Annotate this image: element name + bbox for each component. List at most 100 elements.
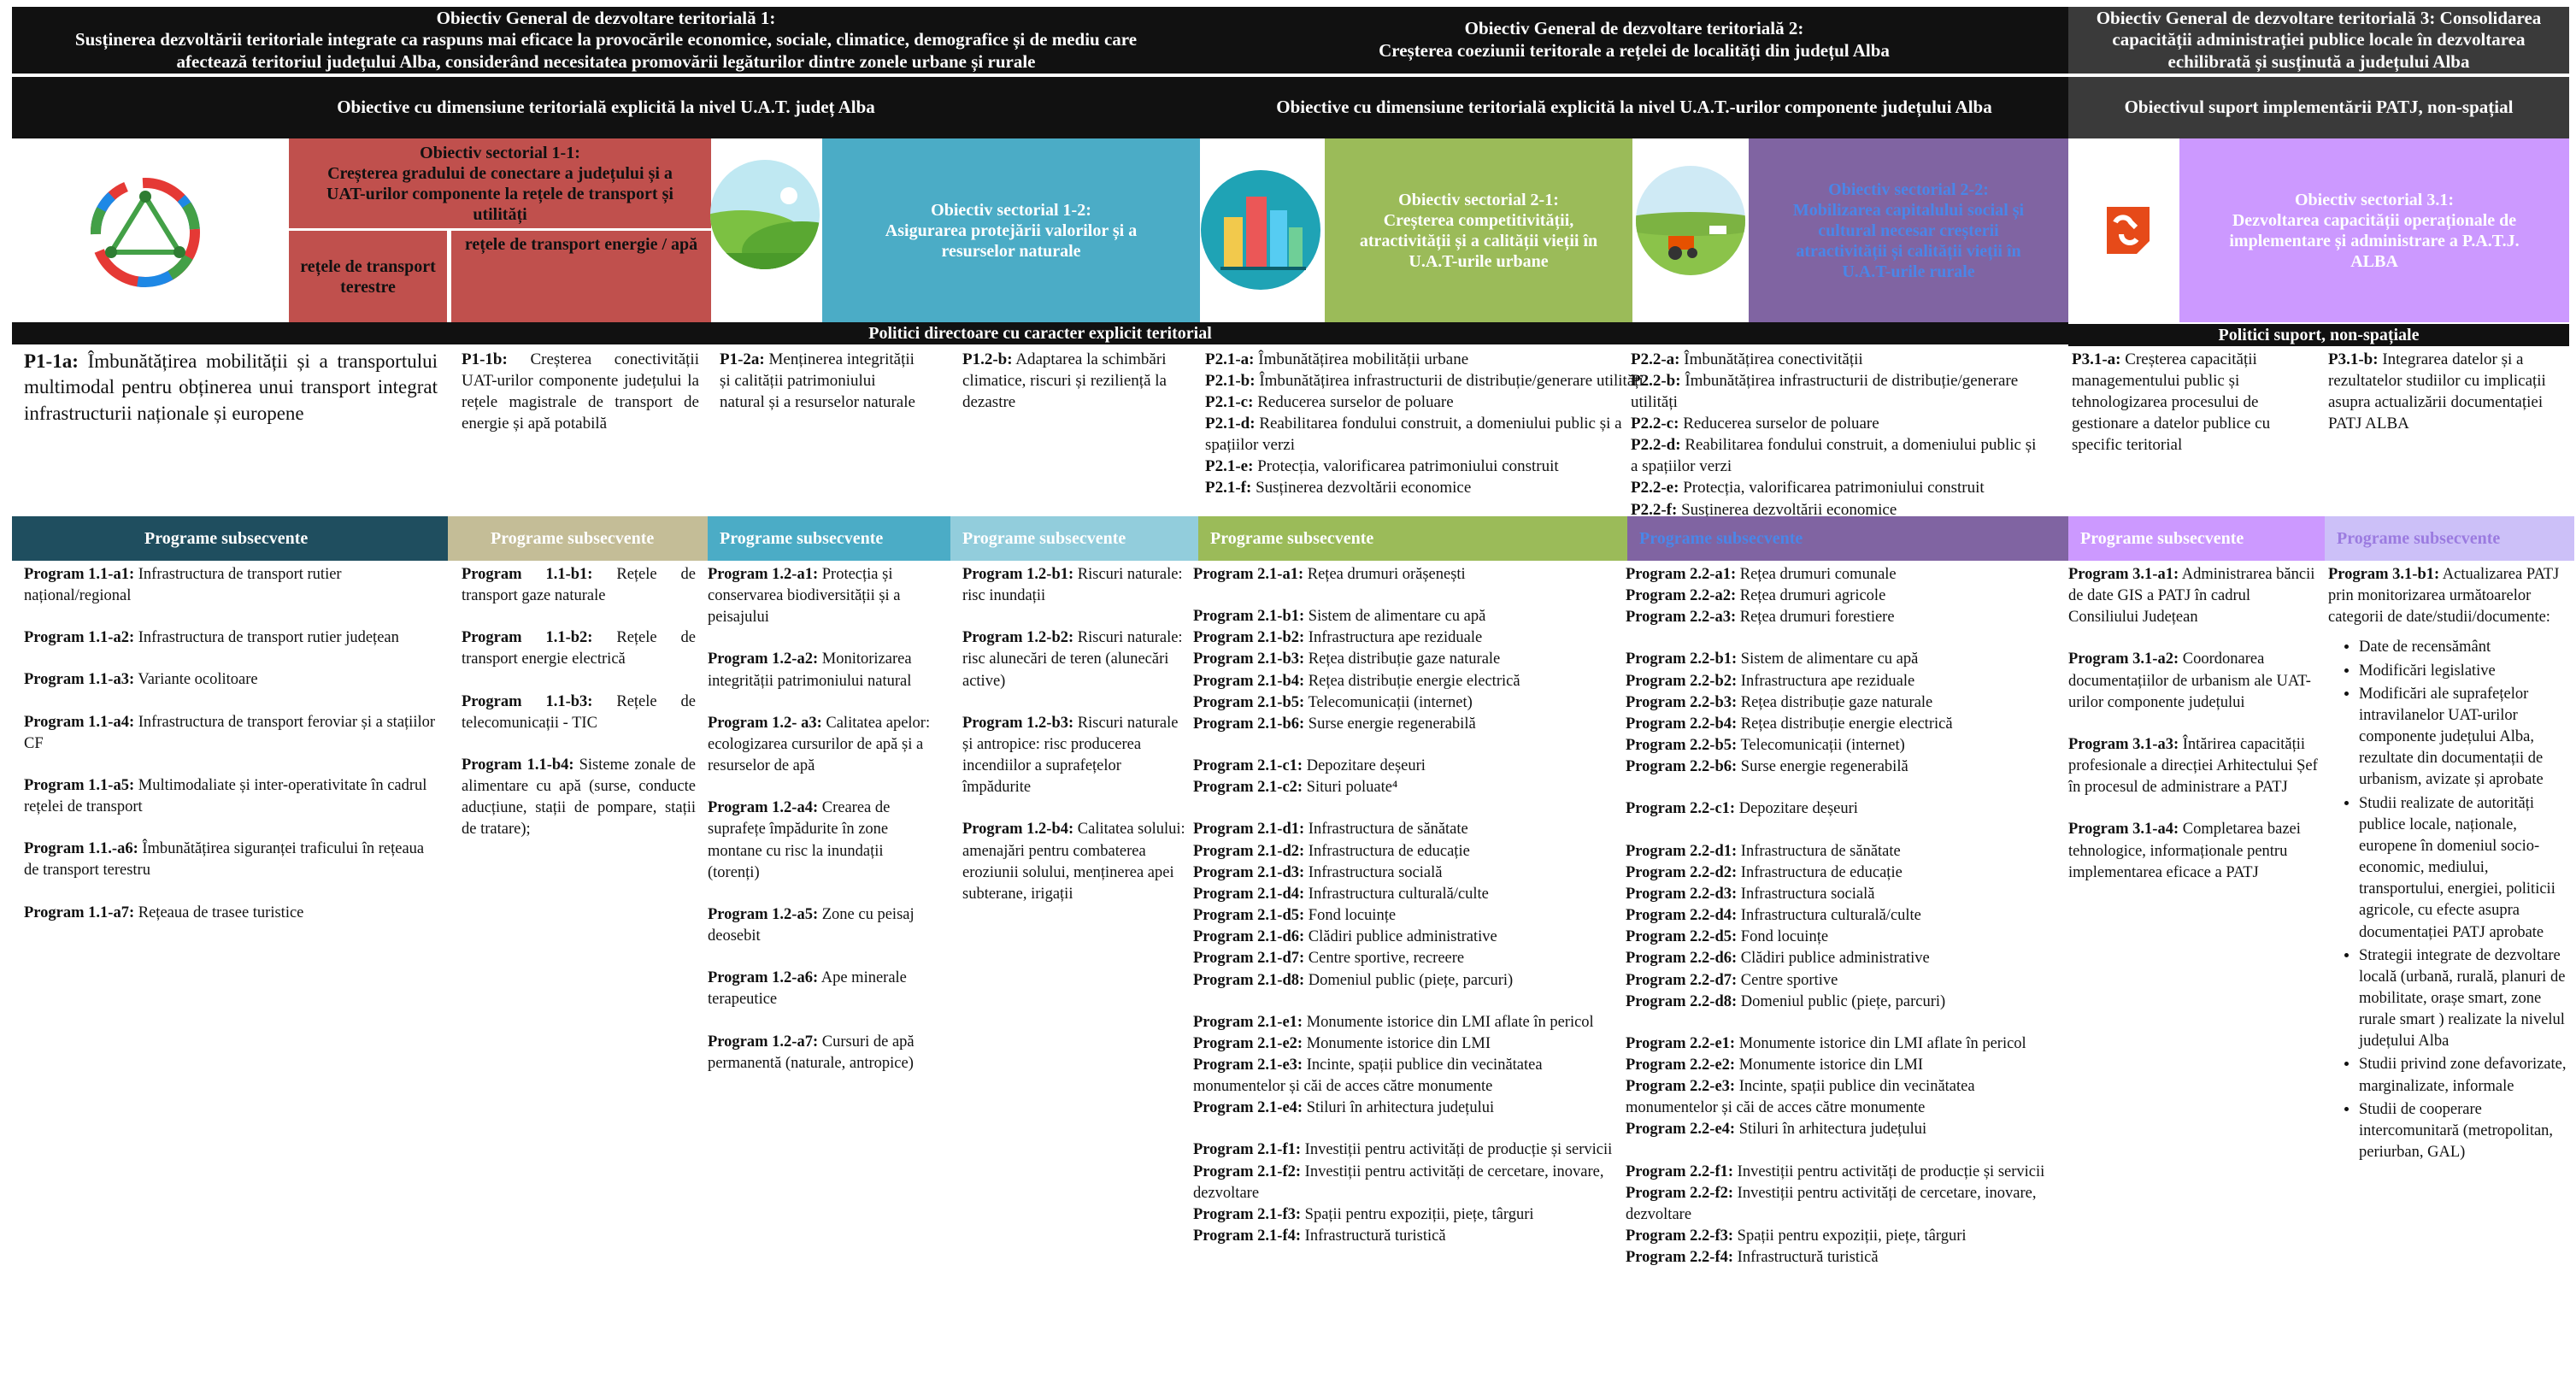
spacer [708, 628, 937, 649]
item-code: Program 2.2-b1: [1626, 650, 1738, 668]
item-code: Program 2.1-f3: [1193, 1205, 1302, 1223]
program-item: Program 2.2-f3: Spații pentru expoziții,… [1626, 1226, 2053, 1247]
spacer [1193, 1119, 1620, 1139]
item-code: Program 2.2-b2: [1626, 672, 1738, 690]
item-code: Program 1.1-a3: [24, 671, 135, 689]
item-text: Depozitare deșeuri [1303, 757, 1426, 775]
program-header-7: Programe subsecvente [2068, 516, 2325, 561]
program-item: Program 2.1-e4: Stiluri în arhitectura j… [1193, 1098, 1620, 1119]
monitoring-list-item: Modificări legislative [2359, 661, 2569, 682]
spacer [2068, 798, 2318, 819]
program-item: Program 2.2-e2: Monumente istorice din L… [1626, 1055, 2053, 1076]
item-text: Depozitare deșeuri [1735, 800, 1858, 818]
item-code: Program 2.2-d3: [1626, 885, 1738, 903]
item-text: Rețea distribuție gaze naturale [1737, 693, 1933, 711]
subheader-county: Obiective cu dimensiune teritorială expl… [12, 77, 1200, 138]
program-item: Program 2.2-b3: Rețea distribuție gaze n… [1626, 692, 2053, 714]
spacer [24, 692, 436, 712]
item-text: Rețele de transport energie electrică [462, 629, 696, 668]
item-text: Infrastructura socială [1304, 863, 1443, 881]
item-code: Program 2.1-e3: [1193, 1056, 1303, 1074]
item-code: Program 2.1-f2: [1193, 1162, 1302, 1180]
item-code: Program 2.1-b6: [1193, 715, 1305, 733]
policy-p3-1a: P3.1-a: Creșterea capacității management… [2072, 349, 2307, 456]
item-text: Riscuri naturale: risc inundații [962, 566, 1183, 605]
item-text: Incinte, spații publice din vecinătatea … [1626, 1078, 1975, 1117]
item-code: Program 2.2-d1: [1626, 842, 1738, 860]
item-code: P2.2-f: [1631, 500, 1678, 519]
item-code: Program 2.2-f4: [1626, 1249, 1734, 1267]
item-text: Incinte, spații publice din vecinătatea … [1193, 1056, 1543, 1096]
item-text: Întărirea capacității profesionale a dir… [2068, 735, 2318, 797]
item-text: Investiții pentru activități de cercetar… [1193, 1162, 1604, 1202]
sectoral-objective-2-2: Obiectiv sectorial 2-2: Mobilizarea capi… [1749, 138, 2068, 322]
program-item: Program 1.2-a7: Cursuri de apă permanent… [708, 1032, 937, 1074]
item-code: Program 1.1-a5: [24, 776, 135, 794]
item-text: Investiții pentru activități de producți… [1733, 1162, 2045, 1180]
item-text: Rețele de transport gaze naturale [462, 566, 696, 605]
program-item: Program 2.2-d6: Clădiri publice administ… [1626, 948, 2053, 969]
item-text: Situri poluate⁴ [1303, 779, 1398, 797]
program-item: Program 2.2-d3: Infrastructura socială [1626, 884, 2053, 905]
item-text: Susținerea dezvoltării economice [1677, 500, 1897, 519]
policies-bar-territorial: Politici directoare cu caracter explicit… [12, 322, 2068, 344]
item-text: Rețeaua de trasee turistice [134, 904, 304, 921]
policy-item: P2.1-f: Susținerea dezvoltării economice [1205, 477, 1645, 498]
spacer [24, 882, 436, 903]
item-text: Infrastructura ape reziduale [1304, 629, 1483, 647]
item-text: Telecomunicații (internet) [1737, 737, 1905, 755]
item-code: P2.1-e: [1205, 457, 1254, 476]
item-text: Creșterea capacității managementului pub… [2072, 350, 2271, 455]
item-code: Program 2.2-f3: [1626, 1227, 1734, 1245]
program-item: Program 2.2-d7: Centre sportive [1626, 970, 2053, 992]
spacer [24, 755, 436, 775]
item-text: Îmbunătățirea mobilității urbane [1254, 350, 1469, 368]
item-code: Program 2.2-d6: [1626, 950, 1738, 968]
program-item: Program 2.1-b4: Rețea distribuție energi… [1193, 671, 1620, 692]
program-item: Program 2.2-a1: Rețea drumuri comunale [1626, 564, 2053, 586]
item-code: Program 1.1.-a6: [24, 840, 138, 858]
program-item: Program 1.1-b1: Rețele de transport gaze… [462, 564, 696, 607]
item-text: Infrastructură turistică [1301, 1227, 1446, 1245]
item-code: Program 1.1-b4: [462, 756, 574, 774]
item-text: Domeniul public (piețe, parcuri) [1737, 992, 1946, 1010]
item-code: Program 1.1-a2: [24, 629, 135, 647]
item-text: Reabilitarea fondului construit, a domen… [1631, 436, 2037, 476]
landscape-icon [708, 157, 822, 272]
policy-item: P2.2-f: Susținerea dezvoltării economice [1631, 499, 2041, 521]
policies-bar-support: Politici suport, non-spațiale [2068, 324, 2569, 346]
program-item: Program 2.2-d2: Infrastructura de educaț… [1626, 862, 2053, 884]
policy-item: P3.1-b: Integrarea datelor și a rezultat… [2328, 349, 2563, 434]
policy-item: P1-2a: Menținerea integrității și calită… [720, 349, 920, 413]
policy-item: P2.2-b: Îmbunătățirea infrastructurii de… [1631, 370, 2041, 413]
program-item: Program 2.2-f4: Infrastructură turistică [1626, 1247, 2053, 1268]
item-code: Program 1.2-a2: [708, 650, 819, 668]
item-text: Rețele de telecomunicații - TIC [462, 692, 696, 732]
item-code: P2.1-f: [1205, 479, 1252, 497]
policy-item: P1-1a: Îmbunătățirea mobilității și a tr… [24, 349, 438, 427]
item-code: Program 1.2-b1: [962, 566, 1074, 583]
item-text: Îmbunătățirea infrastructurii de distrib… [1631, 372, 2019, 412]
program-item: Program 1.1-a7: Rețeaua de trasee turist… [24, 903, 436, 924]
spacer [1626, 628, 2053, 649]
program-item: Program 2.2-b5: Telecomunicații (interne… [1626, 735, 2053, 756]
program-item: Program 1.1-a3: Variante ocolitoare [24, 669, 436, 691]
item-code: Program 2.1-b4: [1193, 672, 1305, 690]
item-code: Program 2.2-b5: [1626, 737, 1738, 755]
spacer [2068, 714, 2318, 734]
program-header-8: Programe subsecvente [2325, 516, 2574, 561]
item-code: P2.2-c: [1631, 415, 1679, 433]
item-text: Stiluri în arhitectura județului [1303, 1099, 1495, 1117]
spacer [962, 692, 1188, 713]
monitoring-list-item: Modificări ale suprafețelor intravilanel… [2359, 684, 2569, 792]
item-code: Program 2.1-d2: [1193, 842, 1305, 860]
program-item: Program 2.2-c1: Depozitare deșeuri [1626, 798, 2053, 820]
item-code: P2.1-a: [1205, 350, 1255, 368]
program-item: Program 2.1-e1: Monumente istorice din L… [1193, 1012, 1620, 1033]
program-item: Program 2.1-d6: Clădiri publice administ… [1193, 927, 1620, 948]
item-text: Rețea drumuri forestiere [1736, 609, 1895, 627]
item-code: P2.2-b: [1631, 372, 1681, 391]
sectoral-objective-1-1: Obiectiv sectorial 1-1: Creșterea gradul… [289, 138, 711, 228]
sectoral-objective-1-2: Obiectiv sectorial 1-2: Asigurarea prote… [822, 138, 1200, 322]
